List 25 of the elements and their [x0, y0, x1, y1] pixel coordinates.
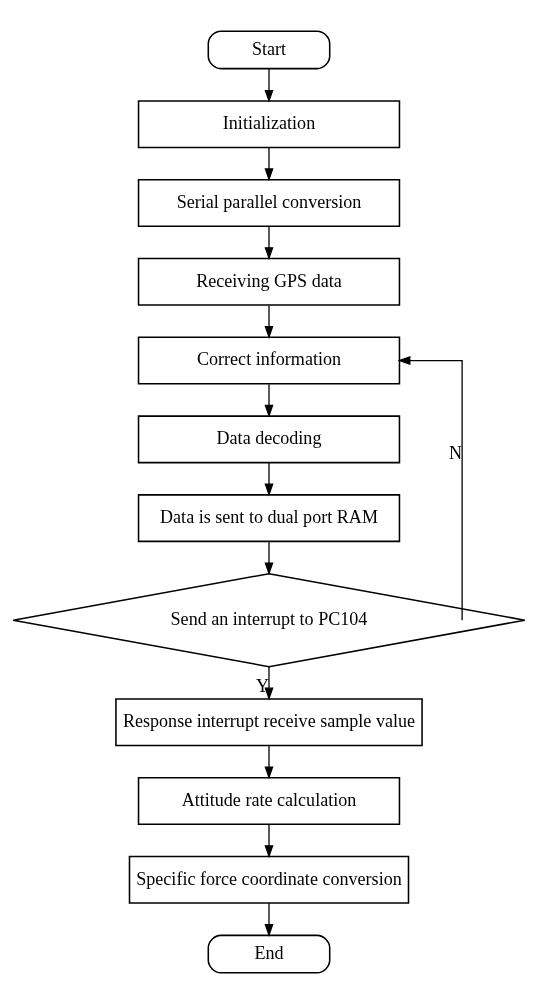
node-box: Serial parallel conversion — [137, 178, 401, 227]
node-box: Data is sent to dual port RAM — [137, 494, 401, 543]
arrow — [264, 225, 274, 261]
arrow — [264, 745, 274, 780]
arrow — [264, 666, 274, 701]
arrow — [264, 383, 274, 418]
arrow — [264, 462, 274, 497]
node-box: End — [207, 934, 331, 974]
arrow — [264, 541, 274, 576]
arrow — [264, 304, 274, 339]
arrow — [264, 902, 274, 937]
node-box: Specific force coordinate conversion — [128, 855, 410, 904]
arrow — [397, 356, 463, 621]
node-box: Receiving GPS data — [137, 257, 401, 306]
node-box: Start — [207, 30, 331, 70]
node-box: Data decoding — [137, 415, 401, 464]
node-box: Attitude rate calculation — [137, 777, 401, 826]
arrow — [264, 68, 274, 103]
node-box: Correct information — [137, 336, 401, 385]
node-diamond: Send an interrupt to PC104 — [12, 572, 526, 668]
edge-label: N — [449, 443, 463, 464]
arrow — [264, 824, 274, 859]
node-box: Initialization — [137, 100, 401, 149]
arrow — [264, 147, 274, 182]
node-box: Response interrupt receive sample value — [115, 698, 423, 747]
